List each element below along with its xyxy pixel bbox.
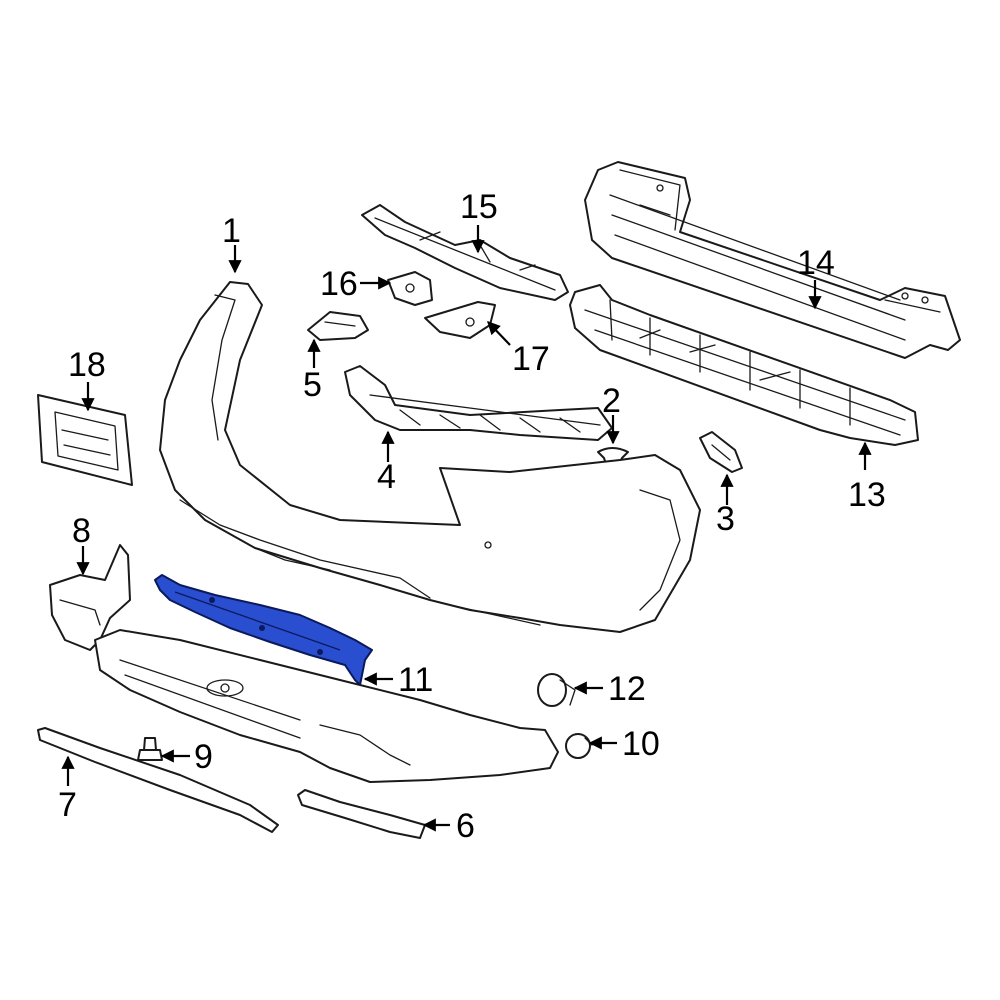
- callout-4: 4: [377, 430, 396, 496]
- callout-label-13: 13: [848, 476, 886, 514]
- callout-label-11: 11: [398, 661, 433, 699]
- callout-label-5: 5: [303, 366, 322, 404]
- callout-1: 1: [222, 212, 242, 274]
- callout-5: 5: [303, 338, 322, 404]
- callout-label-2: 2: [602, 382, 621, 420]
- part-12-cap[interactable]: [537, 673, 576, 707]
- part-13-energy-absorber[interactable]: [569, 284, 919, 446]
- callout-14: 14: [797, 244, 835, 310]
- part-10-cap[interactable]: [565, 733, 593, 759]
- callout-11: 11: [363, 661, 433, 699]
- part-5-bracket[interactable]: [307, 311, 369, 341]
- callout-17: 17: [487, 321, 550, 378]
- part-9-clip[interactable]: [137, 737, 163, 761]
- callout-label-8: 8: [72, 512, 91, 550]
- callout-label-16: 16: [320, 265, 358, 303]
- callout-8: 8: [72, 512, 91, 576]
- callout-label-7: 7: [58, 786, 77, 824]
- part-16-bracket[interactable]: [387, 271, 433, 306]
- callout-12: 12: [573, 670, 646, 708]
- callout-label-15: 15: [460, 188, 498, 226]
- callout-6: 6: [422, 807, 475, 845]
- callout-label-3: 3: [716, 500, 735, 538]
- callout-label-12: 12: [608, 670, 646, 708]
- callout-9: 9: [160, 738, 213, 776]
- callout-13: 13: [848, 441, 886, 514]
- callout-label-4: 4: [377, 458, 396, 496]
- part-17-bracket[interactable]: [424, 301, 496, 339]
- callout-label-9: 9: [194, 738, 213, 776]
- part-6-trim-strip[interactable]: [297, 789, 426, 839]
- callout-7: 7: [58, 755, 77, 824]
- part-4-side-bracket[interactable]: [344, 365, 613, 441]
- callout-label-14: 14: [797, 244, 835, 282]
- part-14-reinforcement-beam[interactable]: [584, 161, 961, 359]
- callout-label-10: 10: [622, 725, 660, 763]
- part-11-lower-absorber-highlighted[interactable]: [154, 574, 373, 686]
- callout-16: 16: [320, 265, 392, 303]
- callout-10: 10: [588, 725, 660, 763]
- part-15-upper-bracket[interactable]: [361, 204, 569, 301]
- callout-2: 2: [602, 382, 621, 445]
- part-18-license-plate-bracket[interactable]: [37, 394, 133, 486]
- callout-label-6: 6: [456, 807, 475, 845]
- callout-18: 18: [68, 346, 106, 412]
- lower-valance-cover[interactable]: [94, 629, 559, 783]
- part-7-trim-strip[interactable]: [37, 727, 279, 833]
- callout-label-17: 17: [512, 340, 550, 378]
- callout-15: 15: [460, 188, 498, 254]
- part-8-side-trim[interactable]: [49, 544, 131, 651]
- callout-3: 3: [716, 473, 735, 538]
- part-1-bumper-cover[interactable]: [159, 281, 701, 633]
- callout-label-1: 1: [222, 212, 241, 250]
- callout-label-18: 18: [68, 346, 106, 384]
- part-3-bracket[interactable]: [699, 431, 743, 473]
